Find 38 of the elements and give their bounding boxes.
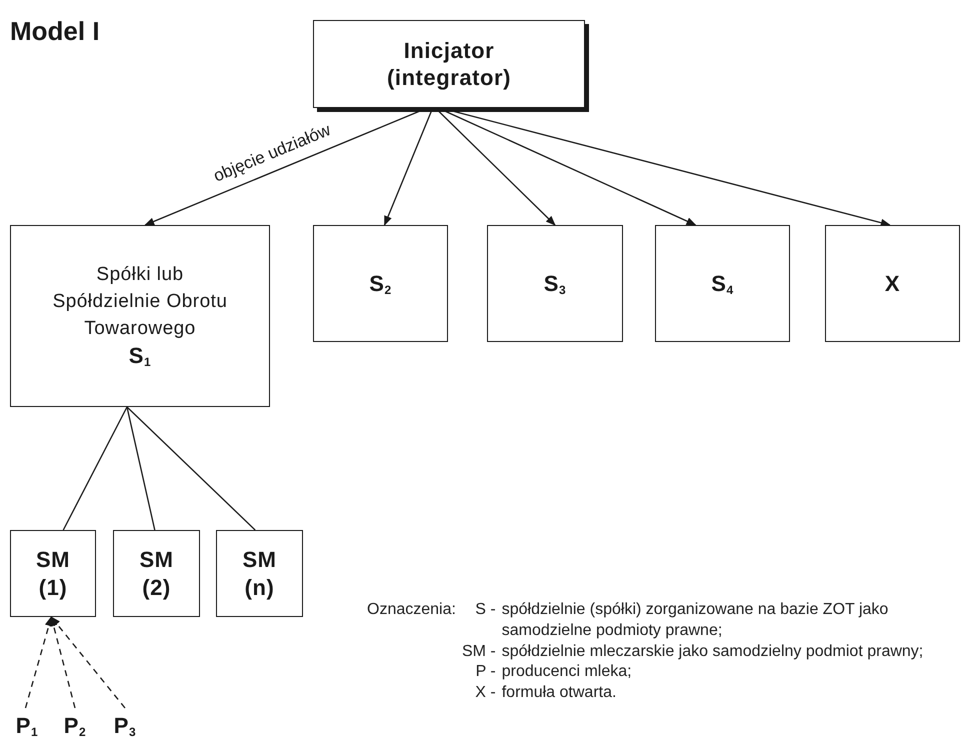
node-text: S$_{3}$ xyxy=(542,270,568,298)
legend-description: producenci mleka; xyxy=(502,662,633,682)
node-text: SM (1) xyxy=(34,546,72,601)
legend-description: spółdzielnie (spółki) zorganizowane na bazie ZOT jako samodzielne podmioty prawne; xyxy=(502,600,890,641)
node-text: S$_{1}$ xyxy=(128,342,152,370)
connector-line xyxy=(126,406,256,530)
node-box xyxy=(216,530,303,617)
node-box xyxy=(10,530,96,617)
node-box xyxy=(655,225,790,342)
legend-key: SM - xyxy=(462,642,496,662)
node-box xyxy=(487,225,623,342)
connector-line xyxy=(126,406,156,530)
node-box xyxy=(825,225,960,342)
node-text: P$_{2}$ xyxy=(62,712,88,740)
node-text: Inicjator (integrator) xyxy=(386,36,512,92)
legend-description: formuła otwarta. xyxy=(502,683,618,704)
node-box xyxy=(10,225,270,407)
node-box xyxy=(113,530,200,617)
node-box xyxy=(313,20,585,108)
node-box xyxy=(313,225,448,342)
arrow xyxy=(50,616,126,708)
connector-line xyxy=(62,406,128,530)
legend-heading: Oznaczenia: xyxy=(367,600,456,620)
arrow xyxy=(50,616,76,708)
arrow xyxy=(24,616,53,708)
legend-key: S - xyxy=(462,600,496,642)
node-text: P$_{1}$ xyxy=(14,712,40,740)
legend-key: X - xyxy=(462,683,496,704)
node-text: S$_{4}$ xyxy=(710,270,735,298)
diagram-title: Model I xyxy=(10,18,100,44)
node-text: SM (n) xyxy=(241,546,278,601)
node-text: Spółki lub Spółdzielnie Obrotu Towarowego xyxy=(52,263,228,341)
node-text: P$_{3}$ xyxy=(112,712,138,740)
node-text: S$_{2}$ xyxy=(368,270,393,298)
legend-key: P - xyxy=(462,662,496,684)
node-text: X xyxy=(884,270,902,298)
node-text: SM (2) xyxy=(138,546,175,601)
legend-description: spółdzielnie mleczarskie jako samodzielny podmiot prawny; xyxy=(502,642,924,662)
